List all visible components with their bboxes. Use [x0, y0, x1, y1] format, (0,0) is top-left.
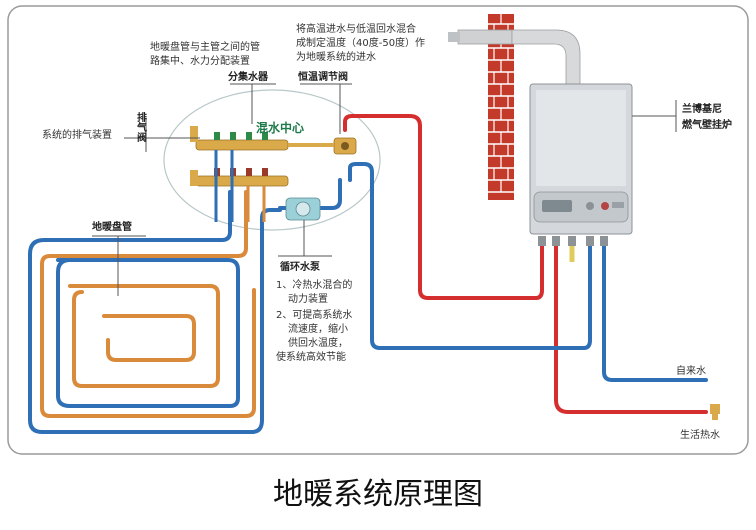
hot-water-tap: [710, 404, 720, 420]
manifold-desc-line-1: 地暖盘管与主管之间的管: [150, 40, 260, 53]
circulation-pump: [285, 197, 321, 221]
pump-title: 循环水泵: [280, 260, 321, 273]
pump-desc-line-4: 流速度，缩小: [288, 322, 348, 335]
thermostatic-valve: [288, 137, 357, 155]
manifold-label: 分集水器: [228, 70, 269, 83]
mixing-center-label: 混水中心: [256, 120, 304, 135]
mixing-center-ellipse: [163, 89, 381, 231]
pump-desc-line-6: 使系统高效节能: [276, 350, 346, 363]
boiler-label-line-2: 燃气壁挂炉: [682, 118, 732, 131]
flue-pipe: [448, 29, 581, 89]
return-pipes: [28, 162, 708, 434]
thermo-desc-line-2: 成制定温度（40度-50度）作: [296, 36, 425, 49]
pump-desc-line-3: 2、可提高系统水: [276, 308, 352, 321]
boiler-valves: [538, 236, 608, 246]
manifold-desc-line-2: 路集中、水力分配装置: [150, 54, 250, 67]
diagram-caption: 地暖系统原理图: [273, 477, 483, 512]
pump-desc-line-5: 供回水温度，: [288, 336, 348, 349]
gas-boiler: [529, 83, 633, 235]
thermo-valve-label: 恒温调节阀: [298, 70, 348, 83]
leader-lines: [92, 83, 677, 296]
boiler-label-line-1: 兰博基尼: [682, 102, 722, 115]
thermo-desc-line-3: 为地暖系统的进水: [296, 50, 376, 63]
vent-desc-label: 系统的排气装置: [42, 128, 112, 141]
floor-coil-label: 地暖盘管: [92, 220, 132, 233]
hot-water-label: 生活热水: [680, 428, 720, 441]
pump-desc-line-2: 动力装置: [288, 292, 328, 305]
floor-coil-pipes: [40, 190, 256, 418]
hot-supply-pipes: [343, 114, 708, 414]
thermo-desc-line-1: 将高温进水与低温回水混合: [296, 22, 416, 35]
pump-desc-line-1: 1、冷热水混合的: [276, 278, 352, 291]
tap-water-label: 自来水: [676, 364, 706, 377]
brick-chimney: [488, 14, 514, 200]
vent-valve-label: 排气阀: [135, 111, 148, 143]
